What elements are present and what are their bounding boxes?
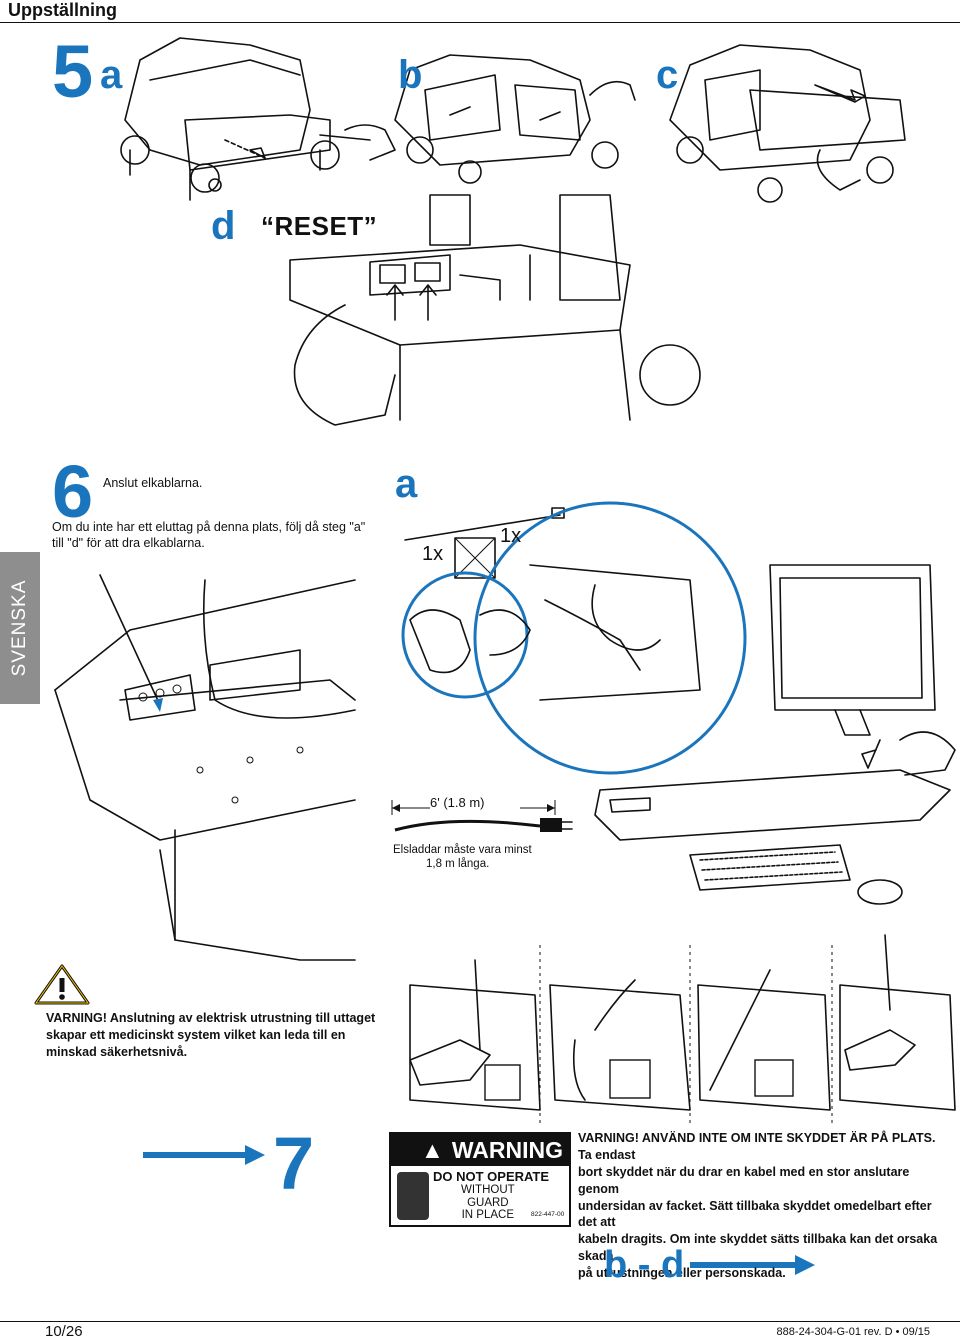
warning-label-lines: WITHOUT GUARD IN PLACE: [461, 1184, 515, 1222]
footer-divider: [0, 1321, 960, 1322]
warning-label-line2: WITHOUT: [461, 1184, 515, 1196]
warning-label-line3: GUARD: [467, 1196, 509, 1209]
warning-label-triangle-icon: ▲: [421, 1137, 444, 1163]
guard-warning-line3: undersidan av facket. Sätt tillbaka skyd…: [578, 1198, 932, 1230]
page-number: 10/26: [45, 1323, 83, 1340]
guard-warning-line5: på utrustningen eller personskada.: [578, 1266, 786, 1280]
warning-label: ▲ WARNING DO NOT OPERATE WITHOUT GUARD I…: [389, 1132, 571, 1227]
electrical-warning-line3: minskad säkerhetsnivå.: [46, 1044, 188, 1059]
arrow-icons: [143, 1145, 815, 1275]
reset-label: “RESET”: [261, 211, 378, 241]
guard-warning: VARNING! ANVÄND INTE OM INTE SKYDDET ÄR …: [578, 1130, 948, 1282]
step5b-illustration: [394, 54, 636, 184]
warning-label-code: 822-447-00: [531, 1211, 565, 1218]
tie-count: 1x: [500, 525, 522, 547]
step5a-label: a: [100, 53, 123, 97]
page-header-title: Uppställning: [8, 0, 117, 20]
step6a-label: a: [395, 462, 418, 506]
step7-number: 7: [273, 1122, 315, 1205]
header-divider: [0, 22, 960, 23]
step7-sequence-illustrations: [409, 934, 956, 1125]
step6-detail-circle: [401, 501, 881, 775]
hand-hazard-icon: [397, 1172, 429, 1220]
step5c-illustration: [669, 44, 906, 203]
step5b-label: b: [398, 53, 423, 97]
electrical-warning: VARNING! Anslutning av elektrisk utrustn…: [46, 1010, 386, 1061]
next-steps-label: b - d: [604, 1244, 685, 1286]
step5a-illustration: [120, 37, 396, 201]
guard-warning-line4: kabeln dragits. Om inte skyddet sätts ti…: [578, 1232, 938, 1264]
step6-number: 6: [52, 450, 94, 533]
step6-note: Om du inte har ett eluttag på denna plat…: [52, 520, 366, 551]
warning-label-line4: IN PLACE: [461, 1209, 515, 1222]
step6-title: Anslut elkablarna.: [103, 476, 203, 490]
guard-warning-line2: bort skyddet när du drar en kabel med en…: [578, 1164, 910, 1196]
step5d-illustration: [289, 194, 701, 426]
step5-number: 5: [52, 30, 94, 113]
step5d-label: d: [211, 204, 236, 248]
cable-note-line1: Elsladdar måste vara minst: [393, 844, 532, 856]
step6-surface-illustration: [54, 574, 356, 961]
warning-label-header-text: WARNING: [451, 1137, 563, 1163]
language-tab: SVENSKA: [0, 552, 40, 704]
step6a-parts-illustration: [404, 507, 565, 579]
cable-length-label: 6' (1.8 m): [430, 795, 485, 810]
cable-length-illustration: [391, 800, 573, 832]
step5c-label: c: [656, 53, 679, 97]
step6-workstation-illustration: [594, 564, 956, 905]
warning-label-header: ▲ WARNING: [391, 1134, 569, 1166]
document-number: 888-24-304-G-01 rev. D • 09/15: [776, 1326, 930, 1338]
warning-label-line1: DO NOT OPERATE: [433, 1169, 550, 1184]
cable-note-line2: 1,8 m långa.: [426, 858, 490, 870]
language-tab-label: SVENSKA: [9, 579, 30, 677]
warning-triangle-icon: [34, 964, 90, 1005]
guard-warning-line1: VARNING! ANVÄND INTE OM INTE SKYDDET ÄR …: [578, 1131, 936, 1162]
electrical-warning-line2: skapar ett medicinskt system vilket kan …: [46, 1027, 346, 1042]
electrical-warning-line1: VARNING! Anslutning av elektrisk utrustn…: [46, 1011, 376, 1025]
mount-count: 1x: [422, 543, 444, 565]
